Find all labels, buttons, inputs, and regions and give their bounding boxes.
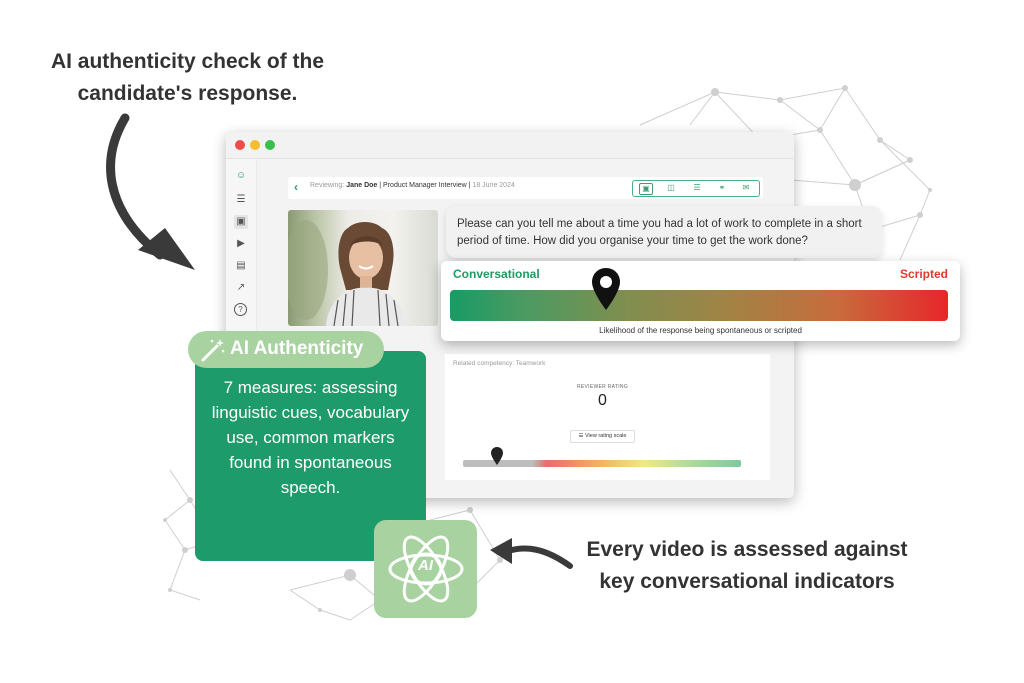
question-text: Please can you tell me about a time you … xyxy=(457,218,862,247)
headline-bottom: Every video is assessed against key conv… xyxy=(586,538,908,593)
gauge-right-label: Scripted xyxy=(899,267,948,281)
review-panel: Related competency: Teamwork REVIEWER RA… xyxy=(445,354,770,480)
interview-question: Please can you tell me about a time you … xyxy=(446,206,882,258)
attachment-icon[interactable]: ⚭ xyxy=(718,183,726,192)
badge-label: AI Authenticity xyxy=(230,338,364,359)
chat-icon[interactable]: ▣ xyxy=(639,183,653,195)
candidate-video[interactable] xyxy=(288,210,438,326)
reviewer-rating-label: REVIEWER RATING xyxy=(576,384,629,390)
mail-icon[interactable]: ✉ xyxy=(742,183,750,192)
toolbar: ▣ ◫ ☰ ⚭ ✉ xyxy=(632,180,760,197)
arrow-head-left xyxy=(490,538,512,564)
list-icon[interactable]: ☰ xyxy=(236,194,246,205)
magic-wand-icon xyxy=(201,339,225,362)
ai-tile: AI xyxy=(374,520,477,618)
video-icon[interactable]: ▶ xyxy=(237,238,245,249)
location-pin-icon xyxy=(592,268,620,310)
gauge-caption: Likelihood of the response being spontan… xyxy=(599,326,802,335)
breadcrumb: ‹ Reviewing: Jane Doe | Product Manager … xyxy=(288,177,763,199)
candidate-portrait xyxy=(288,220,406,326)
window-titlebar xyxy=(226,132,794,159)
info-card: 7 measures: assessing linguistic cues, v… xyxy=(195,351,426,561)
ai-label: AI xyxy=(418,557,433,574)
chat-icon[interactable]: ▣ xyxy=(234,215,248,229)
authenticity-gauge: Conversational Scripted Likelihood of th… xyxy=(441,261,960,341)
chevron-left-icon[interactable]: ‹ xyxy=(294,180,298,194)
gauge-gradient-bar xyxy=(450,290,948,321)
view-rating-scale-label: View rating scale xyxy=(584,433,627,439)
close-window-button[interactable] xyxy=(235,140,245,150)
breadcrumb-date: 18 June 2024 xyxy=(472,182,515,189)
gauge-left-label: Conversational xyxy=(453,267,540,281)
breadcrumb-prefix: Reviewing: xyxy=(310,182,345,189)
ai-authenticity-badge: AI Authenticity xyxy=(188,331,384,368)
competency-label: Related competency: Teamwork xyxy=(453,360,546,367)
help-icon[interactable]: ? xyxy=(234,303,247,316)
curved-arrow-down xyxy=(106,113,165,260)
rating-scale-bar[interactable] xyxy=(463,460,741,467)
checklist-icon[interactable]: ☰ xyxy=(693,183,701,192)
rating-marker-icon[interactable] xyxy=(491,447,503,465)
trend-icon[interactable]: ↗ xyxy=(236,282,246,293)
view-rating-scale-button[interactable]: ☰ View rating scale xyxy=(570,430,635,443)
store-icon[interactable]: ▤ xyxy=(236,260,246,271)
info-card-text: 7 measures: assessing linguistic cues, v… xyxy=(211,378,410,497)
curved-arrow-left xyxy=(502,545,573,569)
user-icon[interactable]: ☺ xyxy=(235,170,247,181)
breadcrumb-candidate: Jane Doe xyxy=(346,182,378,189)
breadcrumb-role: Product Manager Interview xyxy=(383,182,467,189)
atom-icon xyxy=(388,535,464,603)
maximize-window-button[interactable] xyxy=(265,140,275,150)
reviewer-rating-value: 0 xyxy=(598,392,607,409)
transcript-icon[interactable]: ◫ xyxy=(667,183,675,192)
headline-top: AI authenticity check of the candidate's… xyxy=(50,50,325,105)
minimize-window-button[interactable] xyxy=(250,140,260,150)
arrow-head-down xyxy=(138,228,195,270)
